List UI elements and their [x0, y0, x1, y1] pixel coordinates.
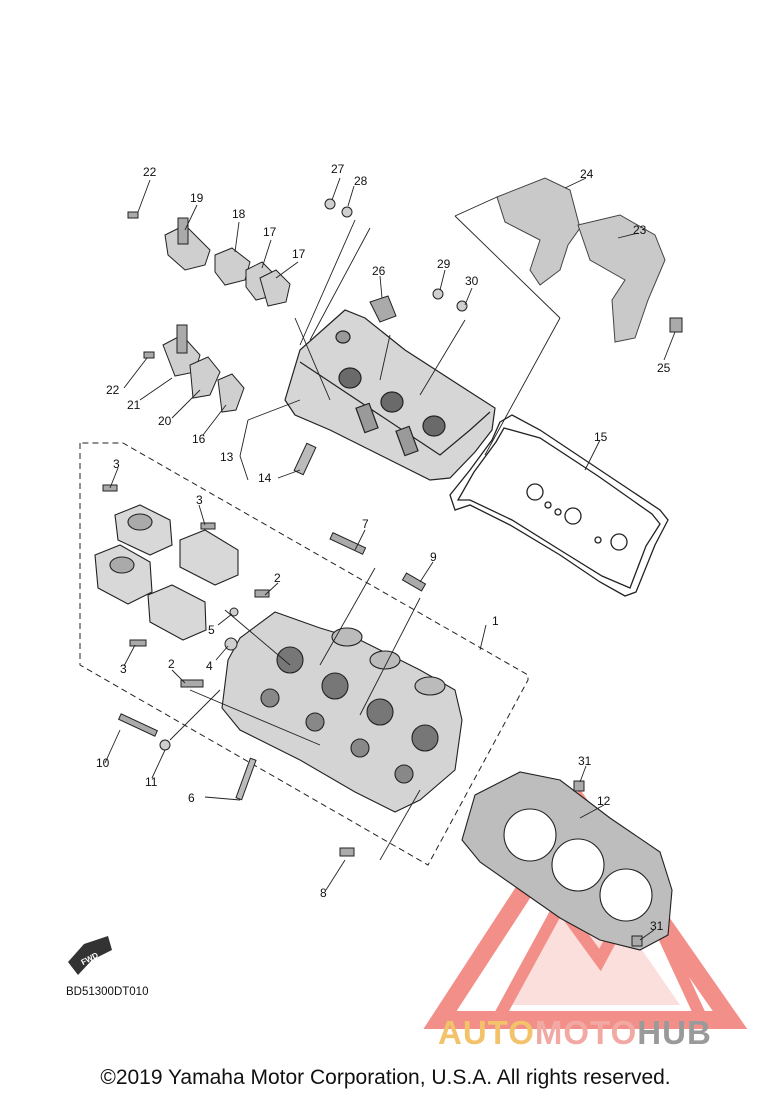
callout-27: 27 — [331, 162, 345, 176]
callout-17: 17 — [292, 247, 306, 261]
callout-12: 12 — [597, 794, 611, 808]
callout-labels: 22 19 18 17 17 27 28 24 23 26 29 30 25 2… — [96, 162, 671, 933]
callout-25: 25 — [657, 361, 671, 375]
small-parts — [102, 198, 683, 947]
forward-arrow-icon: FWD — [68, 936, 112, 975]
callout-28: 28 — [354, 174, 368, 188]
callout-17: 17 — [263, 225, 277, 239]
callout-1: 1 — [492, 614, 499, 628]
callout-22: 22 — [143, 165, 157, 179]
callout-10: 10 — [96, 756, 110, 770]
copyright-notice: ©2019 Yamaha Motor Corporation, U.S.A. A… — [100, 1066, 671, 1089]
callout-18: 18 — [232, 207, 246, 221]
callout-26: 26 — [372, 264, 386, 278]
callout-16: 16 — [192, 432, 206, 446]
callout-14: 14 — [258, 471, 272, 485]
callout-13: 13 — [220, 450, 234, 464]
assembly-frame — [79, 442, 529, 866]
callout-24: 24 — [580, 167, 594, 181]
callout-22: 22 — [106, 383, 120, 397]
callout-6: 6 — [188, 791, 195, 805]
callout-29: 29 — [437, 257, 451, 271]
head-cover-gasket — [449, 414, 669, 597]
camshaft-caps — [94, 504, 239, 641]
callout-23: 23 — [633, 223, 647, 237]
callout-30: 30 — [465, 274, 479, 288]
callout-3: 3 — [120, 662, 127, 676]
callout-5: 5 — [208, 623, 215, 637]
callout-15: 15 — [594, 430, 608, 444]
callout-20: 20 — [158, 414, 172, 428]
callout-3: 3 — [196, 493, 203, 507]
callout-8: 8 — [320, 886, 327, 900]
valve-cover — [284, 309, 496, 481]
callout-31: 31 — [650, 919, 664, 933]
watermark-part-2: MOTO — [534, 1014, 638, 1051]
watermark-text: AUTOMOTOHUB — [438, 1014, 768, 1052]
callout-3: 3 — [113, 457, 120, 471]
callout-19: 19 — [190, 191, 204, 205]
watermark-part-1: AUTO — [438, 1014, 535, 1051]
diagram-code: BD51300DT010 — [66, 986, 148, 998]
leader-lines — [104, 177, 676, 941]
callout-2: 2 — [274, 571, 281, 585]
cylinder-head-gasket — [461, 771, 673, 951]
callout-2: 2 — [168, 657, 175, 671]
callout-21: 21 — [127, 398, 141, 412]
breather-plates — [496, 177, 666, 343]
callout-11: 11 — [145, 775, 158, 789]
callout-4: 4 — [206, 659, 213, 673]
cylinder-head — [221, 611, 463, 813]
callout-31: 31 — [578, 754, 592, 768]
callout-9: 9 — [430, 550, 437, 564]
callout-7: 7 — [362, 517, 369, 531]
watermark-part-3: HUB — [637, 1014, 712, 1051]
